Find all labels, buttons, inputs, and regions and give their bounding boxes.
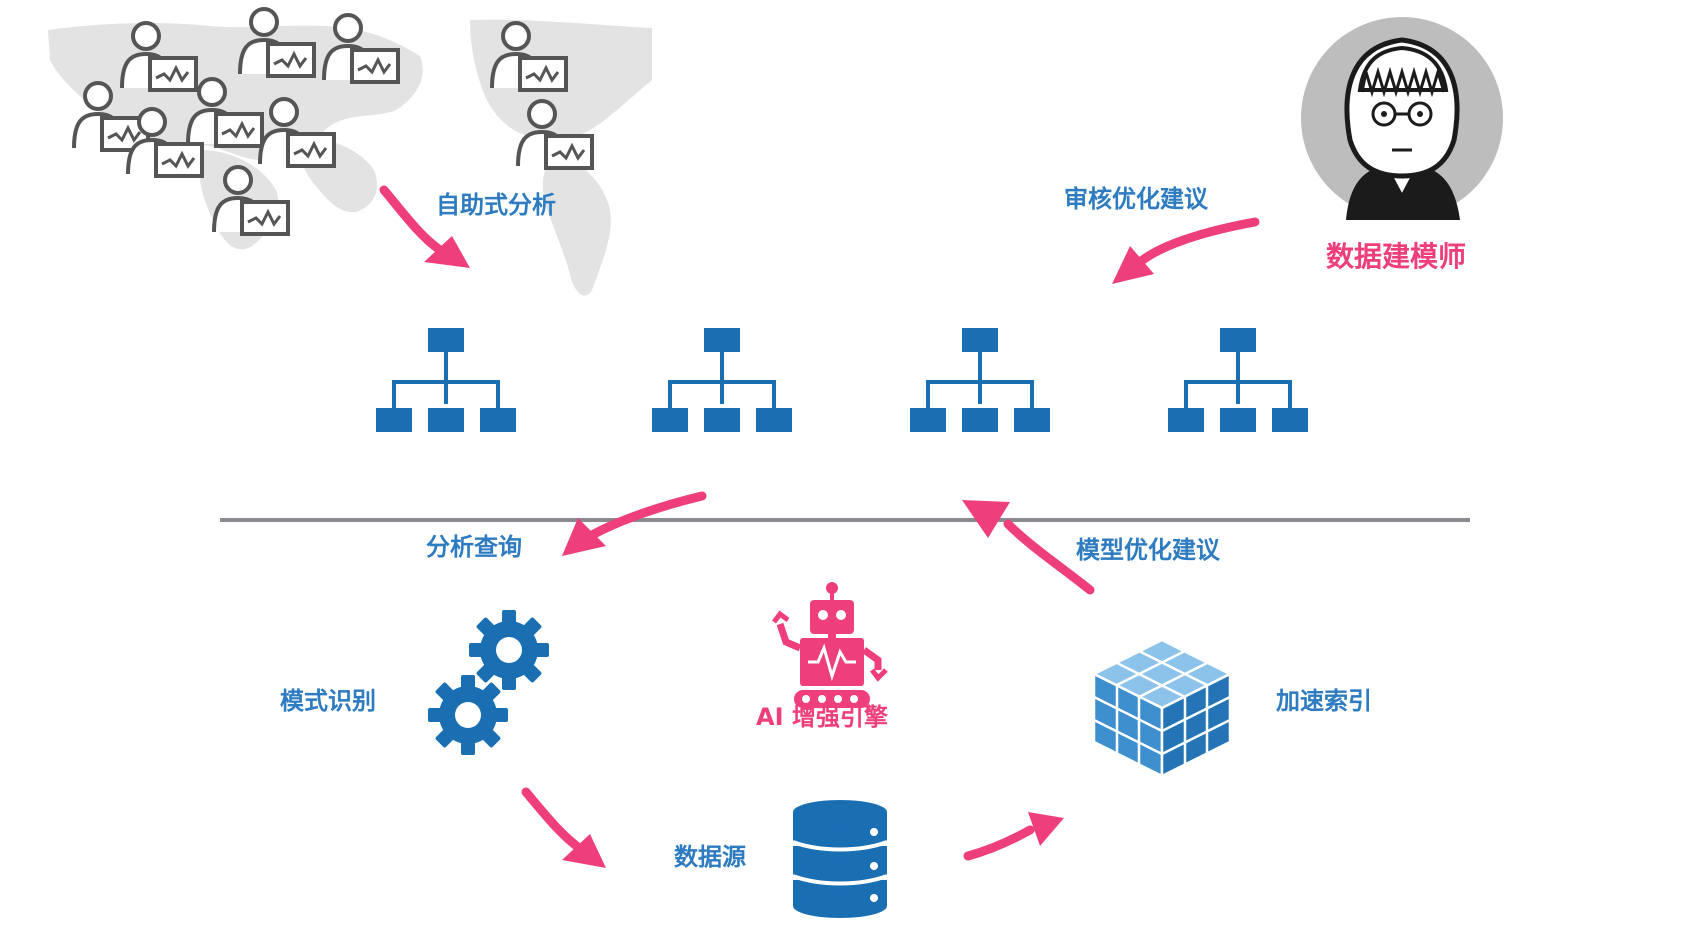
arrow-self-service [379, 185, 470, 268]
database-icon [792, 800, 888, 918]
arrow-to-data-source [521, 787, 606, 868]
label-review-suggestions: 审核优化建议 [1064, 185, 1208, 213]
org-chart-icon [376, 328, 516, 432]
label-pattern-recognition: 模式识别 [280, 687, 376, 715]
arrow-to-index [963, 812, 1064, 861]
arrow-analytic-query [562, 491, 707, 556]
modeler-avatar-icon [1301, 17, 1503, 220]
model-hierarchy-icons [376, 328, 1308, 432]
label-ai-engine: AI 增强引擎 [756, 703, 888, 731]
cube-blocks-icon [1091, 638, 1233, 779]
arrow-model-suggestion [962, 500, 1095, 595]
user-at-monitor-icon [212, 165, 290, 236]
label-accelerated-index: 加速索引 [1276, 687, 1372, 715]
label-analytic-query: 分析查询 [426, 533, 522, 561]
label-data-source: 数据源 [674, 843, 746, 871]
user-at-monitor-icon [238, 7, 316, 78]
arrow-review [1112, 217, 1260, 284]
label-model-suggestions: 模型优化建议 [1076, 536, 1220, 564]
robot-icon [772, 582, 888, 708]
gears-icon [428, 610, 549, 755]
label-data-modeler: 数据建模师 [1326, 240, 1467, 273]
user-at-monitor-icon [322, 13, 400, 84]
label-self-service: 自助式分析 [436, 191, 556, 219]
org-chart-icon [652, 328, 792, 432]
flow-arrows [379, 185, 1260, 868]
org-chart-icon [910, 328, 1050, 432]
org-chart-icon [1168, 328, 1308, 432]
